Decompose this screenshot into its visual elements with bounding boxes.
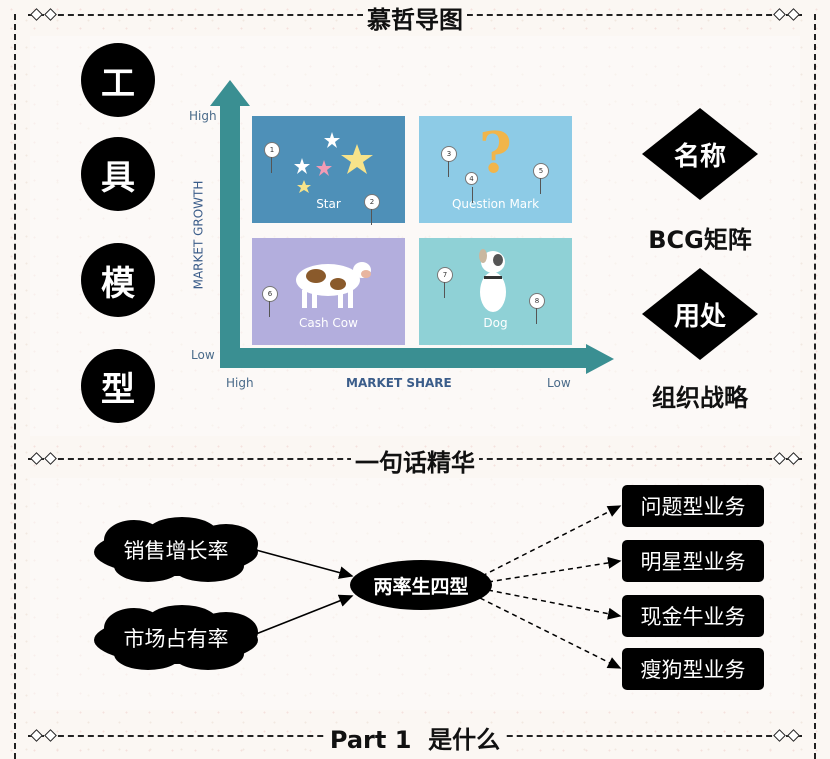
output-question-business: 问题型业务 bbox=[622, 485, 764, 527]
output-star-business: 明星型业务 bbox=[622, 540, 764, 582]
arrow-share-to-center bbox=[256, 596, 352, 634]
cloud-sales-growth-label: 销售增长率 bbox=[86, 516, 266, 584]
output-cashcow-business: 现金牛业务 bbox=[622, 595, 764, 637]
arrow-growth-to-center bbox=[256, 550, 352, 576]
output-dog-business: 瘦狗型业务 bbox=[622, 648, 764, 690]
arrow-to-question bbox=[482, 506, 620, 576]
cloud-market-share-label: 市场占有率 bbox=[86, 604, 266, 672]
arrow-to-star bbox=[488, 561, 620, 582]
arrow-to-dog bbox=[480, 598, 620, 668]
cloud-market-share: 市场占有率 bbox=[86, 604, 266, 672]
section3-title: Part 1 是什么 bbox=[326, 726, 504, 754]
cloud-sales-growth: 销售增长率 bbox=[86, 516, 266, 584]
center-node: 两率生四型 bbox=[350, 560, 492, 610]
section3-title-wrap: Part 1 是什么 bbox=[0, 720, 830, 755]
